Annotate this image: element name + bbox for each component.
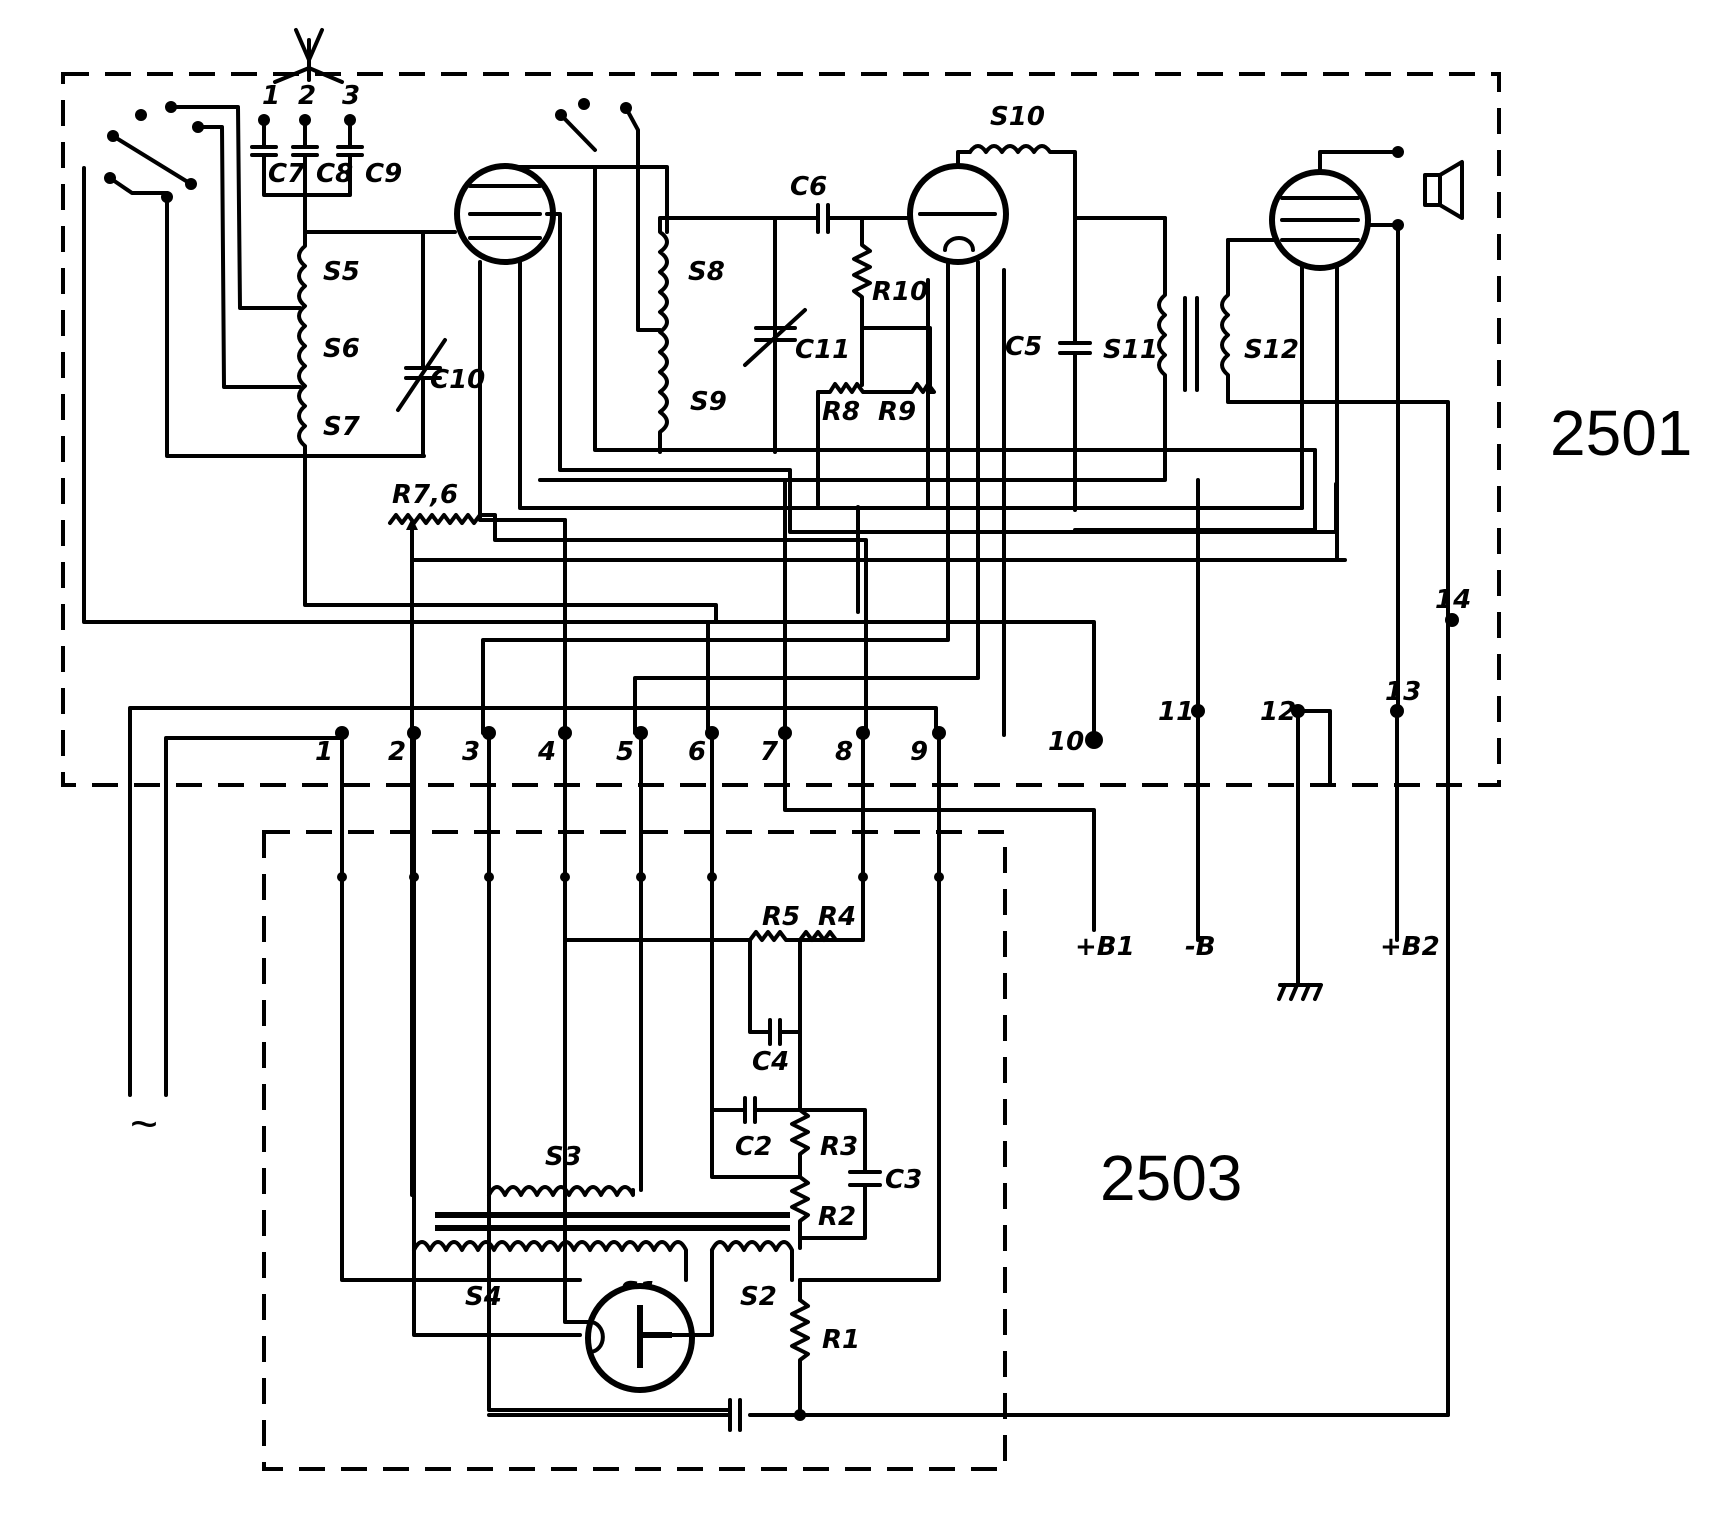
tube-1-icon (454, 163, 1338, 534)
s4-label: S4 (465, 1282, 502, 1312)
s5-label: S5 (323, 257, 360, 287)
ground-icon (1277, 983, 1323, 1001)
terminal-strip (335, 613, 1459, 749)
terminal-12-label: 12 (1260, 697, 1296, 727)
interconnect-wiring (128, 268, 1317, 1272)
c2-label: C2 (735, 1132, 772, 1162)
r4-label: R4 (818, 902, 856, 932)
antenna-coupling-capacitors (250, 114, 364, 234)
r7-6-label: R7,6 (392, 480, 458, 510)
variable-capacitor-c10 (396, 230, 447, 457)
s11-label: S11 (1103, 335, 1158, 365)
resistors-r5-r4 (563, 930, 865, 1112)
antenna-tap-2-label: 2 (298, 81, 316, 111)
terminal-10-label: 10 (1048, 727, 1084, 757)
c3-label: C3 (885, 1165, 922, 1195)
power-supply-unit-boundary (262, 830, 1007, 1471)
receiver-unit-boundary (61, 72, 1501, 787)
c10-label: C10 (430, 365, 485, 395)
tube-2-icon (481, 150, 1009, 735)
c11-label: C11 (795, 335, 850, 365)
c9-label: C9 (365, 159, 402, 189)
b2-plus-label: +B2 (1380, 932, 1440, 962)
filter-network-c2-r3-r2-c3 (710, 1096, 882, 1250)
terminal-4-label: 4 (537, 737, 556, 767)
coil-s5-s6-s7 (297, 230, 718, 622)
c5-label: C5 (1005, 332, 1042, 362)
s12-label: S12 (1244, 335, 1299, 365)
c8-label: C8 (316, 159, 353, 189)
s2-label: S2 (740, 1282, 777, 1312)
r2-label: R2 (818, 1202, 856, 1232)
c6-label: C6 (790, 172, 827, 202)
transformer-s11-s12 (538, 216, 1450, 1417)
terminal-11-label: 11 (1158, 697, 1194, 727)
ac-mains-symbol: ~ (130, 1098, 158, 1151)
r8-label: R8 (822, 397, 860, 427)
terminal-14-label: 14 (1435, 585, 1471, 615)
resistors-r10-r8-r9 (816, 216, 936, 507)
junction-dots-lower (337, 872, 944, 882)
s6-label: S6 (323, 334, 360, 364)
s8-label: S8 (688, 257, 725, 287)
power-supply-unit-label: 2503 (1100, 1142, 1242, 1214)
antenna-tap-3-label: 3 (342, 81, 360, 111)
coil-s8-s9 (658, 216, 812, 454)
tube-3-icon (1226, 146, 1404, 713)
potentiometer-r7-6 (388, 513, 1347, 1197)
c7-label: C7 (268, 159, 306, 189)
terminal-2-label: 2 (388, 737, 406, 767)
antenna-icon (273, 28, 344, 84)
terminal-9-label: 9 (910, 737, 928, 767)
b1-plus-label: +B1 (1075, 932, 1135, 962)
resistor-r1-and-capacitor (487, 1298, 1450, 1432)
terminal-5-label: 5 (616, 737, 634, 767)
terminal-6-label: 6 (688, 737, 706, 767)
r1-label: R1 (822, 1325, 860, 1355)
terminal-1-label: 1 (315, 737, 333, 767)
capacitor-c5 (1058, 216, 1167, 512)
r5-label: R5 (762, 902, 800, 932)
s9-label: S9 (690, 387, 727, 417)
s10-label: S10 (990, 102, 1045, 132)
r9-label: R9 (878, 397, 916, 427)
rectifier-tube-icon (563, 1248, 802, 1393)
c4-label: C4 (752, 1047, 789, 1077)
band-switch-middle (555, 98, 662, 332)
terminal-7-label: 7 (760, 737, 779, 767)
r3-label: R3 (820, 1132, 858, 1162)
terminal-8-label: 8 (835, 737, 853, 767)
speaker-icon (1423, 160, 1464, 220)
b-minus-label: -B (1185, 932, 1216, 962)
s3-label: S3 (545, 1142, 582, 1172)
antenna-tap-1-label: 1 (262, 81, 280, 111)
receiver-unit-label: 2501 (1550, 397, 1692, 469)
r10-label: R10 (872, 277, 928, 307)
terminal-3-label: 3 (462, 737, 480, 767)
s7-label: S7 (323, 412, 361, 442)
terminal-13-label: 13 (1385, 677, 1421, 707)
coupling-capacitor-c6 (743, 203, 917, 454)
power-transformer (412, 1185, 794, 1282)
band-switch-left (82, 101, 710, 624)
coil-s10 (968, 144, 1077, 220)
